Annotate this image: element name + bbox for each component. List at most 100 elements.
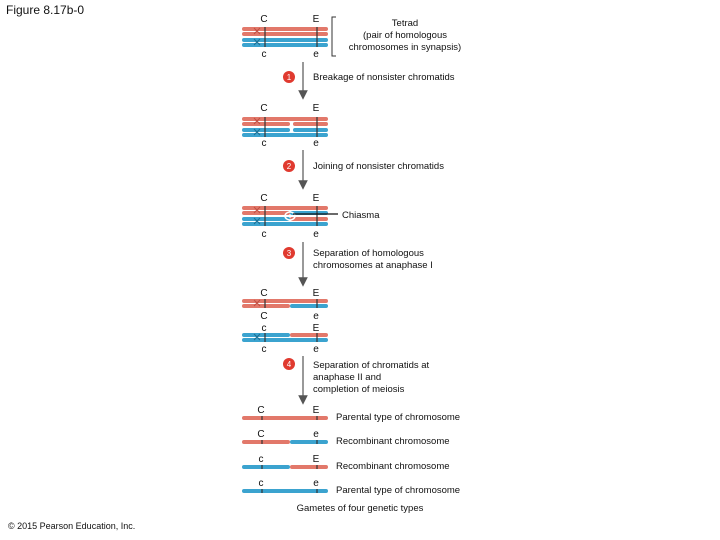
gamete-2-right-allele: e bbox=[313, 429, 319, 440]
allele-label-e: e bbox=[313, 49, 319, 60]
locus-mark-c bbox=[264, 333, 266, 342]
allele-label-e: e bbox=[313, 138, 319, 149]
step-1-badge bbox=[283, 71, 295, 83]
centromere-red bbox=[253, 27, 261, 35]
gamete-3-chromosome-left bbox=[242, 465, 290, 469]
gamete-2-locus-e bbox=[316, 440, 318, 444]
tetrad-stage: C E c e Tetrad (pair of homologous chrom… bbox=[242, 14, 461, 60]
tetrad-label-line1: Tetrad bbox=[392, 18, 418, 29]
step-1: 1 Breakage of nonsister chromatids bbox=[283, 62, 455, 100]
homolog-2-chromatid-1-right bbox=[290, 333, 328, 337]
gamete-3-chromosome-right bbox=[290, 465, 328, 469]
centromere-blue bbox=[253, 333, 261, 341]
locus-mark-c bbox=[264, 117, 266, 137]
gamete-3-left-allele: c bbox=[259, 454, 264, 465]
gamete-2-type: Recombinant chromosome bbox=[336, 436, 450, 447]
gamete-1-right-allele: E bbox=[313, 405, 320, 416]
chromatid-red-2-right bbox=[293, 122, 328, 126]
step-2: 2 Joining of nonsister chromatids bbox=[283, 150, 444, 190]
gamete-1-locus-e bbox=[316, 416, 318, 420]
locus-mark-e bbox=[316, 206, 318, 226]
tetrad-label-line2: (pair of homologous bbox=[363, 30, 447, 41]
centromere-blue bbox=[253, 128, 261, 136]
chromatid-blue-1-right bbox=[293, 128, 328, 132]
chromatid-red-2 bbox=[242, 32, 328, 36]
chromatid-red-1 bbox=[242, 117, 328, 121]
step-2-badge bbox=[283, 160, 295, 172]
tetrad-label-line3: chromosomes in synapsis) bbox=[349, 42, 461, 53]
chromatid-blue-2 bbox=[242, 222, 328, 226]
gamete-3-locus-e bbox=[316, 465, 318, 469]
centromere-red bbox=[253, 299, 261, 307]
gamete-1-type: Parental type of chromosome bbox=[336, 412, 460, 423]
step-4-text-line3: completion of meiosis bbox=[313, 384, 405, 395]
gamete-3-type: Recombinant chromosome bbox=[336, 461, 450, 472]
step-1-text: Breakage of nonsister chromatids bbox=[313, 72, 455, 83]
gamete-4-right-allele: e bbox=[313, 478, 319, 489]
step-4-text-line1: Separation of chromatids at bbox=[313, 360, 430, 371]
chiasma-label: Chiasma bbox=[342, 210, 380, 221]
chromatid-blue-1 bbox=[242, 38, 328, 42]
gamete-4: c e Parental type of chromosome bbox=[242, 478, 460, 496]
step-1-number: 1 bbox=[287, 73, 292, 82]
allele-label-c: c bbox=[262, 138, 267, 149]
step-3: 3 Separation of homologous chromosomes a… bbox=[283, 242, 433, 287]
allele-label-e: e bbox=[313, 344, 319, 355]
locus-mark-e bbox=[316, 299, 318, 308]
allele-label-c: c bbox=[262, 229, 267, 240]
gamete-3-locus-c bbox=[261, 465, 263, 469]
gamete-1-chromosome bbox=[242, 416, 328, 420]
locus-mark-c bbox=[264, 299, 266, 308]
locus-mark-c bbox=[264, 27, 266, 47]
homolog-1-chromatid-1 bbox=[242, 299, 328, 303]
gamete-1-left-allele: C bbox=[257, 405, 264, 416]
gamete-4-locus-c bbox=[261, 489, 263, 493]
chromatid-blue-2 bbox=[242, 43, 328, 47]
allele-label-E: E bbox=[313, 193, 320, 204]
gametes-caption: Gametes of four genetic types bbox=[297, 503, 424, 514]
chromatid-red-1 bbox=[242, 27, 328, 31]
gamete-4-locus-e bbox=[316, 489, 318, 493]
gamete-4-type: Parental type of chromosome bbox=[336, 485, 460, 496]
allele-label-C: C bbox=[260, 288, 267, 299]
gamete-2-locus-c bbox=[261, 440, 263, 444]
allele-label-C: C bbox=[260, 311, 267, 322]
centromere-blue bbox=[253, 217, 261, 225]
allele-label-C: C bbox=[260, 103, 267, 114]
step-4-text-line2: anaphase II and bbox=[313, 372, 381, 383]
homolog-1-chromatid-2-right bbox=[290, 304, 328, 308]
gamete-1-locus-c bbox=[261, 416, 263, 420]
allele-label-e: e bbox=[313, 229, 319, 240]
centromere-red bbox=[253, 117, 261, 125]
allele-label-E: E bbox=[313, 323, 320, 334]
allele-label-E: E bbox=[313, 103, 320, 114]
chiasma-crossover bbox=[284, 211, 296, 221]
centromere-blue bbox=[253, 38, 261, 46]
gamete-2-chromosome-right bbox=[290, 440, 328, 444]
chiasma-stage: C E Chiasma c e bbox=[242, 193, 380, 240]
broken-stage: C E c e bbox=[242, 103, 328, 149]
locus-mark-e bbox=[316, 117, 318, 137]
step-4-badge bbox=[283, 358, 295, 370]
allele-label-c: c bbox=[262, 49, 267, 60]
tetrad-bracket bbox=[331, 16, 336, 57]
step-2-text: Joining of nonsister chromatids bbox=[313, 161, 444, 172]
step-3-text-line1: Separation of homologous bbox=[313, 248, 424, 259]
gamete-3: c E Recombinant chromosome bbox=[242, 454, 450, 472]
copyright-notice: © 2015 Pearson Education, Inc. bbox=[8, 521, 136, 531]
gamete-4-chromosome bbox=[242, 489, 328, 493]
step-3-text-line2: chromosomes at anaphase I bbox=[313, 260, 433, 271]
allele-label-E: E bbox=[313, 288, 320, 299]
locus-mark-e bbox=[316, 333, 318, 342]
locus-mark-c bbox=[264, 206, 266, 226]
gamete-2-chromosome-left bbox=[242, 440, 290, 444]
gamete-1: C E Parental type of chromosome bbox=[242, 405, 460, 423]
step-3-number: 3 bbox=[287, 249, 292, 258]
gamete-3-right-allele: E bbox=[313, 454, 320, 465]
allele-label-E: E bbox=[313, 14, 320, 25]
allele-label-c: c bbox=[262, 344, 267, 355]
locus-mark-e bbox=[316, 27, 318, 47]
figure-title: Figure 8.17b-0 bbox=[6, 3, 85, 17]
chromatid-red-1 bbox=[242, 206, 328, 210]
